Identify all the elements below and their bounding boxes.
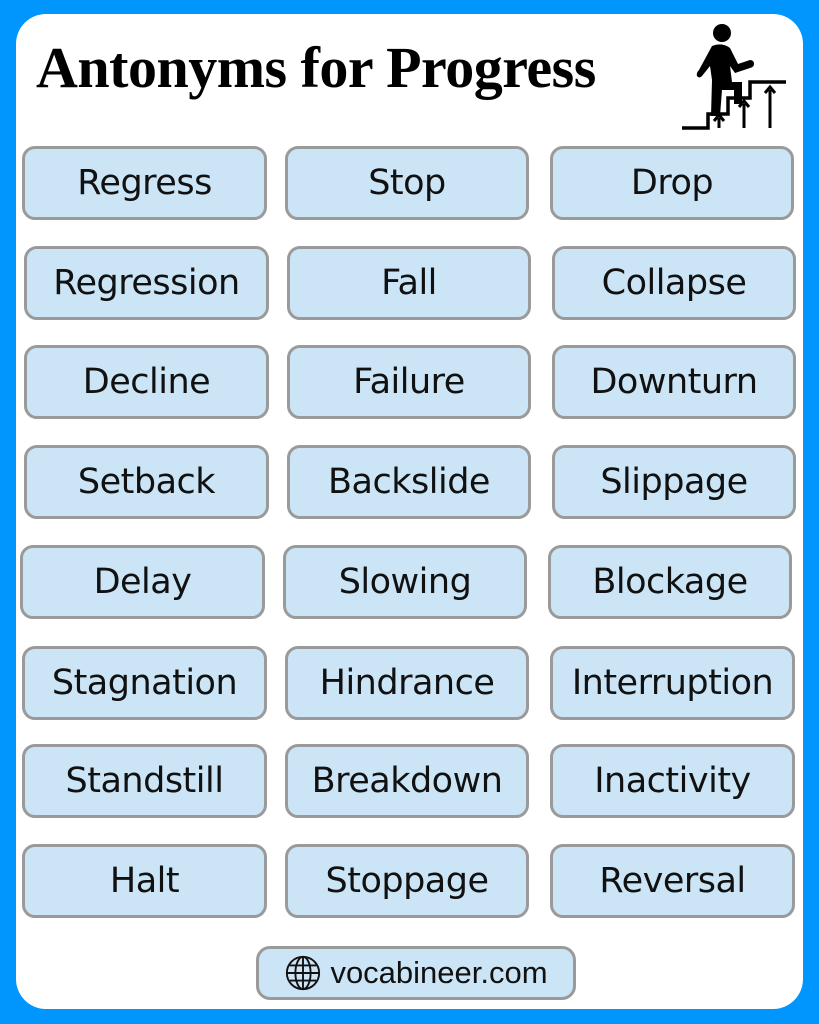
word-delay[interactable]: Delay: [20, 545, 265, 619]
word-interruption[interactable]: Interruption: [550, 646, 795, 720]
page-title: Antonyms for Progress: [36, 35, 596, 100]
website-label: vocabineer.com: [330, 955, 548, 990]
word-stoppage[interactable]: Stoppage: [285, 844, 529, 918]
word-drop[interactable]: Drop: [550, 146, 794, 220]
word-setback[interactable]: Setback: [24, 445, 269, 519]
word-halt[interactable]: Halt: [22, 844, 267, 918]
word-reversal[interactable]: Reversal: [550, 844, 795, 918]
word-standstill[interactable]: Standstill: [22, 744, 267, 818]
globe-icon: [286, 955, 321, 991]
person-climbing-stairs-icon: [682, 24, 786, 130]
word-backslide[interactable]: Backslide: [287, 445, 531, 519]
word-breakdown[interactable]: Breakdown: [285, 744, 529, 818]
word-inactivity[interactable]: Inactivity: [550, 744, 795, 818]
word-slowing[interactable]: Slowing: [283, 545, 527, 619]
word-downturn[interactable]: Downturn: [552, 345, 796, 419]
word-slippage[interactable]: Slippage: [552, 445, 796, 519]
word-collapse[interactable]: Collapse: [552, 246, 796, 320]
word-fall[interactable]: Fall: [287, 246, 531, 320]
word-blockage[interactable]: Blockage: [548, 545, 792, 619]
word-regression[interactable]: Regression: [24, 246, 269, 320]
website-link[interactable]: vocabineer.com: [256, 946, 576, 1000]
word-stagnation[interactable]: Stagnation: [22, 646, 267, 720]
word-hindrance[interactable]: Hindrance: [285, 646, 529, 720]
word-failure[interactable]: Failure: [287, 345, 531, 419]
word-regress[interactable]: Regress: [22, 146, 267, 220]
word-decline[interactable]: Decline: [24, 345, 269, 419]
word-stop[interactable]: Stop: [285, 146, 529, 220]
